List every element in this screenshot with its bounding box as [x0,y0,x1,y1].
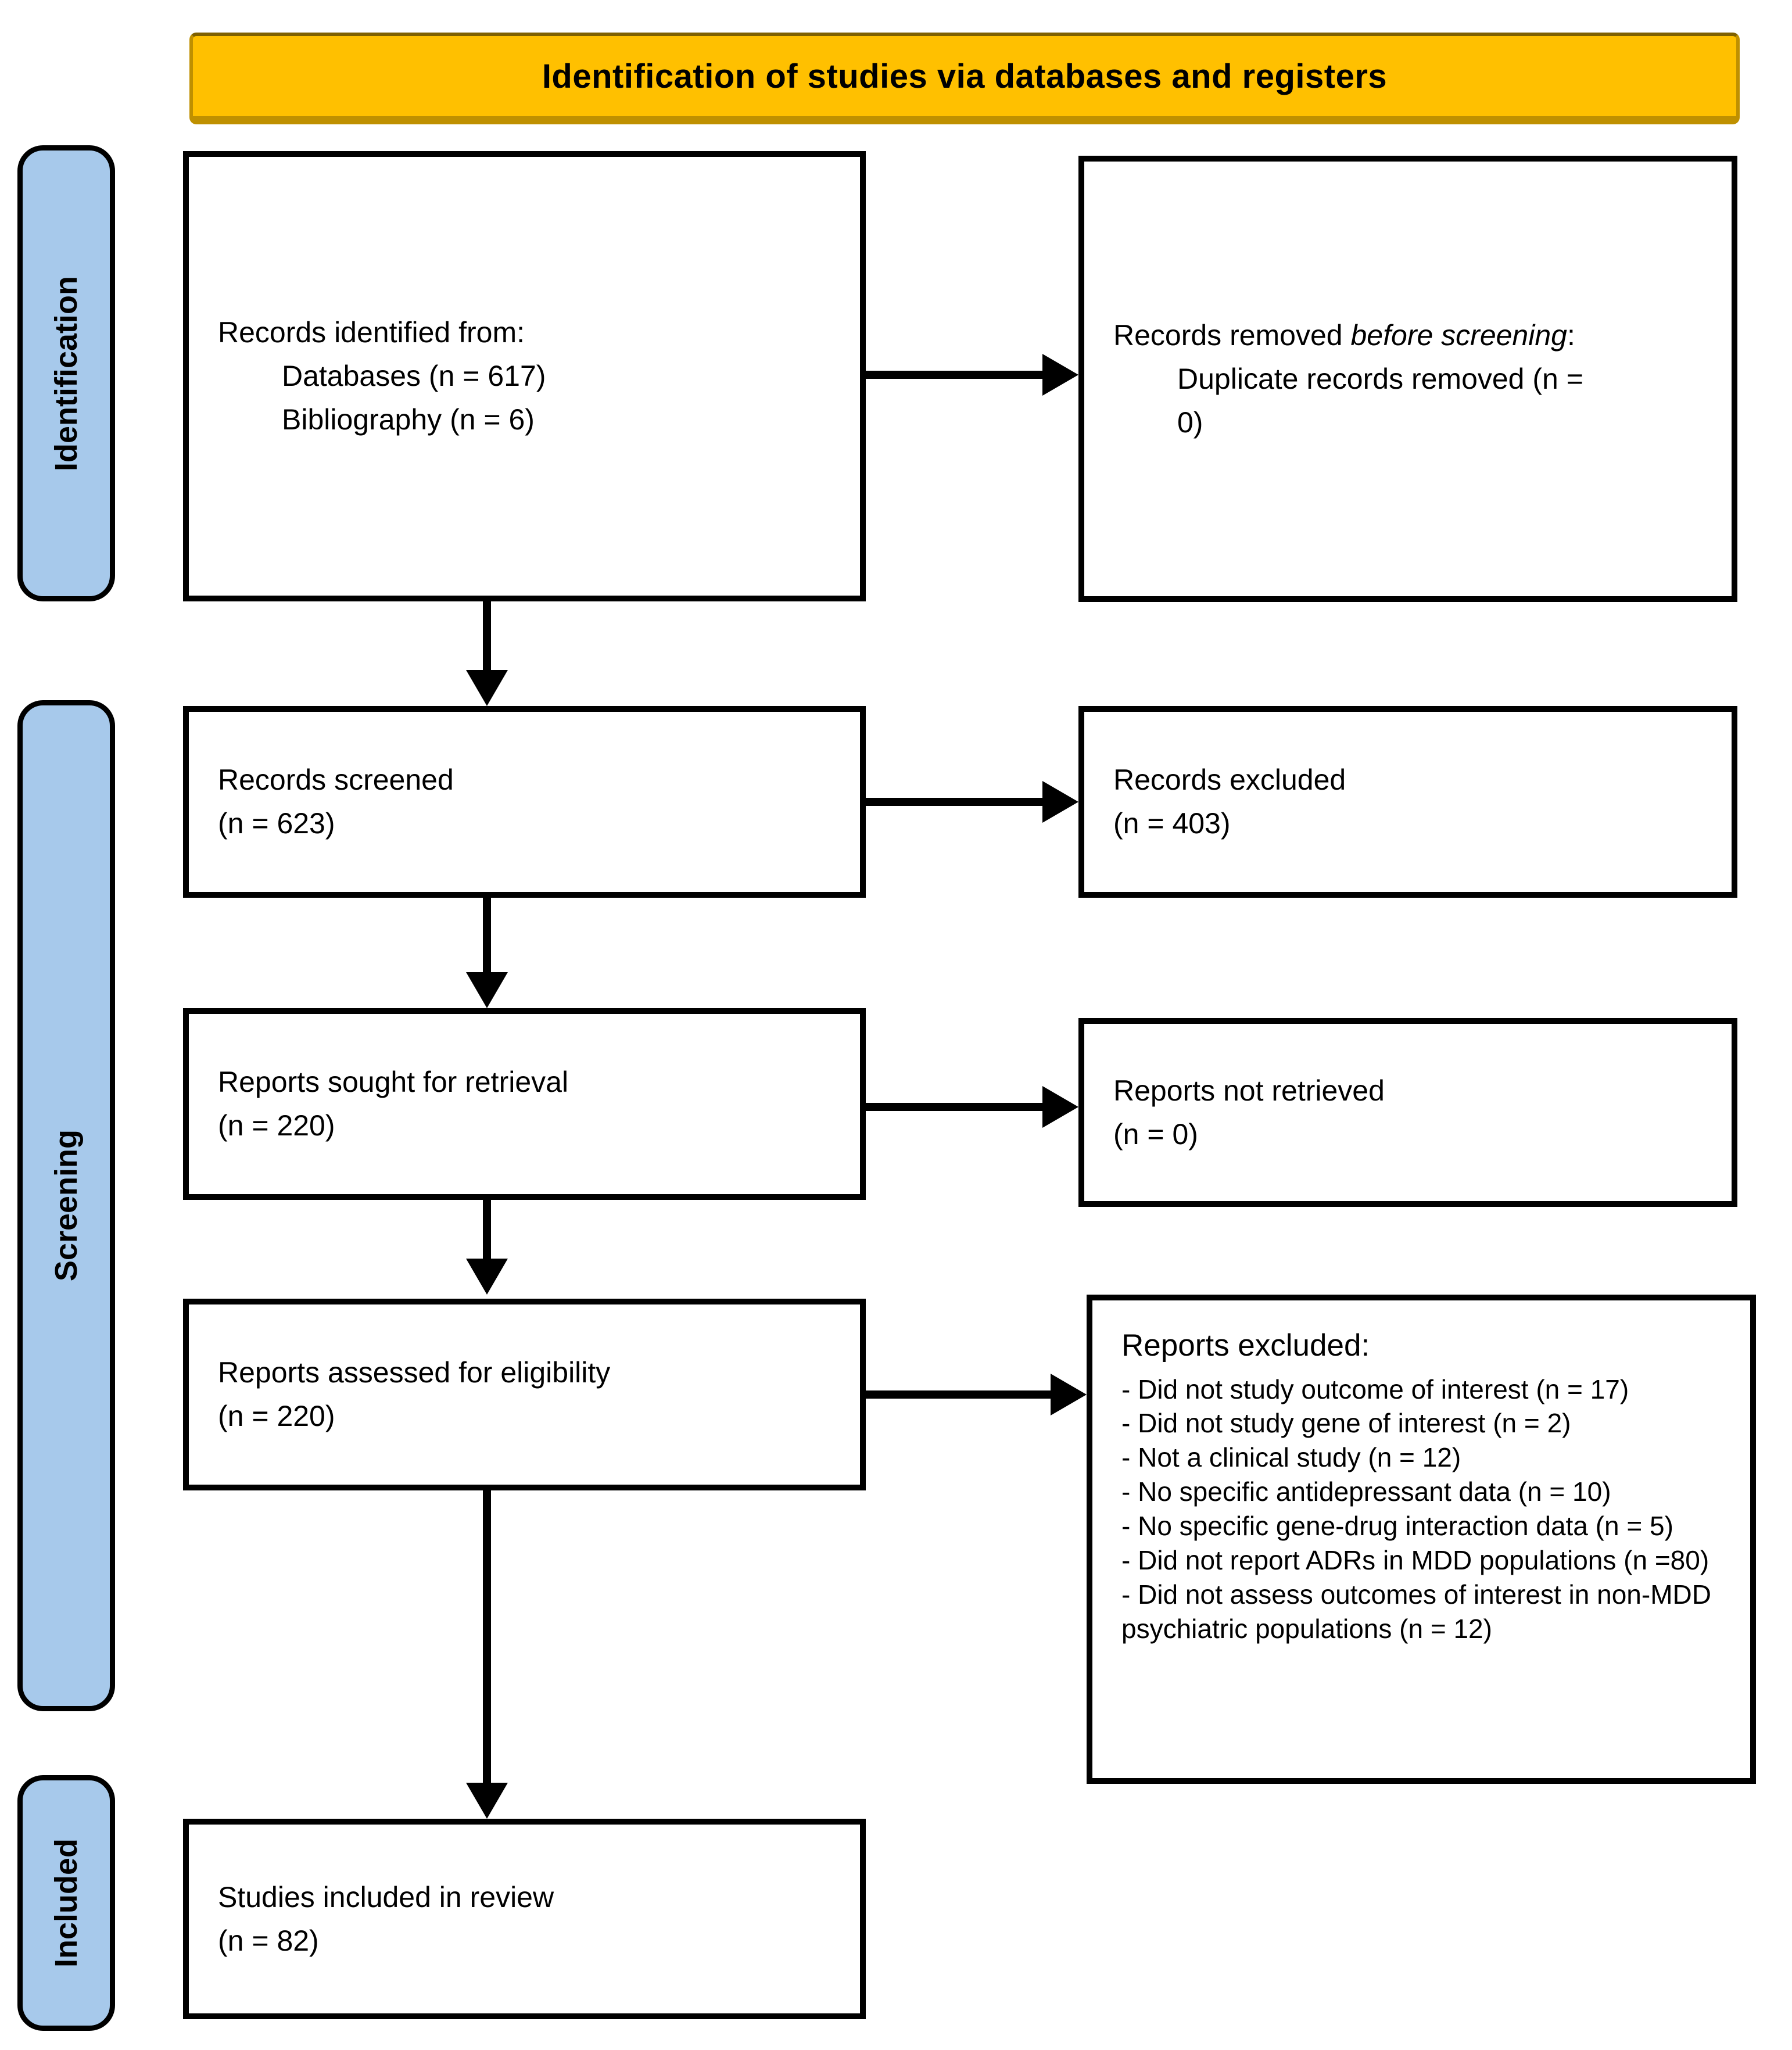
arrow-screened-to-sought-head [466,972,508,1008]
records-identified-databases: Databases (n = 617) [282,360,546,392]
box-records-identified: Records identified from: Databases (n = … [183,151,866,601]
reports-not-retrieved-count: (n = 0) [1113,1117,1198,1151]
records-excluded-count: (n = 403) [1113,807,1231,840]
reports-sought-title: Reports sought for retrieval [218,1066,569,1098]
records-screened-count: (n = 623) [218,807,335,840]
reports-assessed-count: (n = 220) [218,1400,335,1432]
records-excluded-title: Records excluded [1113,764,1346,796]
stage-bar-included: Included [17,1775,115,2031]
records-identified-bibliography: Bibliography (n = 6) [282,403,535,436]
box-studies-included: Studies included in review (n = 82) [183,1819,866,2019]
exclusion-reason: - Did not study outcome of interest (n =… [1121,1374,1629,1404]
stage-bar-screening: Screening [17,700,115,1711]
exclusion-reason: - Did not assess outcomes of interest in… [1121,1579,1711,1644]
arrow-screened-to-sought [483,898,491,974]
records-removed-title-colon: : [1567,318,1575,352]
stage-label-identification: Identification [49,275,84,471]
box-reports-not-retrieved: Reports not retrieved (n = 0) [1078,1018,1737,1207]
stage-bar-identification: Identification [17,145,115,601]
reports-excluded-title: Reports excluded: [1121,1328,1370,1363]
stage-label-included: Included [49,1838,84,1967]
arrow-assessed-to-excluded-head [1051,1374,1087,1415]
reports-not-retrieved-title: Reports not retrieved [1113,1074,1385,1107]
box-reports-assessed: Reports assessed for eligibility (n = 22… [183,1299,866,1490]
records-removed-duplicates: Duplicate records removed (n = 0) [1177,362,1583,439]
arrow-assessed-to-excluded [866,1390,1053,1399]
box-reports-excluded: Reports excluded: - Did not study outcom… [1087,1295,1756,1784]
reports-assessed-title: Reports assessed for eligibility [218,1356,611,1389]
box-records-removed: Records removed before screening: Duplic… [1078,156,1737,602]
arrow-screened-to-excluded-head [1042,781,1078,823]
arrow-sought-to-assessed [483,1200,491,1261]
arrow-sought-to-assessed-head [466,1259,508,1295]
exclusion-reason: - No specific gene-drug interaction data… [1121,1511,1673,1542]
exclusion-reason: - Did not study gene of interest (n = 2) [1121,1408,1571,1439]
box-records-screened: Records screened (n = 623) [183,706,866,898]
records-removed-text: Records removed before screening: Duplic… [1113,314,1596,445]
exclusion-reason: - Not a clinical study (n = 12) [1121,1442,1461,1473]
box-records-excluded: Records excluded (n = 403) [1078,706,1737,898]
arrow-identified-to-screened-head [466,670,508,706]
records-removed-title: Records removed [1113,318,1351,352]
arrow-sought-to-not-retrieved-head [1042,1086,1078,1128]
reports-sought-count: (n = 220) [218,1109,335,1142]
records-identified-title: Records identified from: [218,316,525,349]
banner: Identification of studies via databases … [189,33,1740,124]
exclusion-reason: - No specific antidepressant data (n = 1… [1121,1476,1611,1507]
arrow-assessed-to-included [483,1490,491,1785]
records-removed-title-emphasis: before screening [1350,318,1567,352]
records-screened-title: Records screened [218,764,454,796]
arrow-identified-to-removed-head [1042,354,1078,396]
arrow-identified-to-removed [866,371,1045,379]
arrow-identified-to-screened [483,601,491,672]
studies-included-count: (n = 82) [218,1924,319,1957]
arrow-sought-to-not-retrieved [866,1103,1045,1111]
box-reports-sought: Reports sought for retrieval (n = 220) [183,1008,866,1200]
stage-label-screening: Screening [49,1130,84,1282]
banner-title: Identification of studies via databases … [542,57,1388,95]
studies-included-title: Studies included in review [218,1880,554,1913]
arrow-screened-to-excluded [866,798,1045,806]
arrow-assessed-to-included-head [466,1783,508,1819]
exclusion-reason: - Did not report ADRs in MDD populations… [1121,1544,1709,1575]
